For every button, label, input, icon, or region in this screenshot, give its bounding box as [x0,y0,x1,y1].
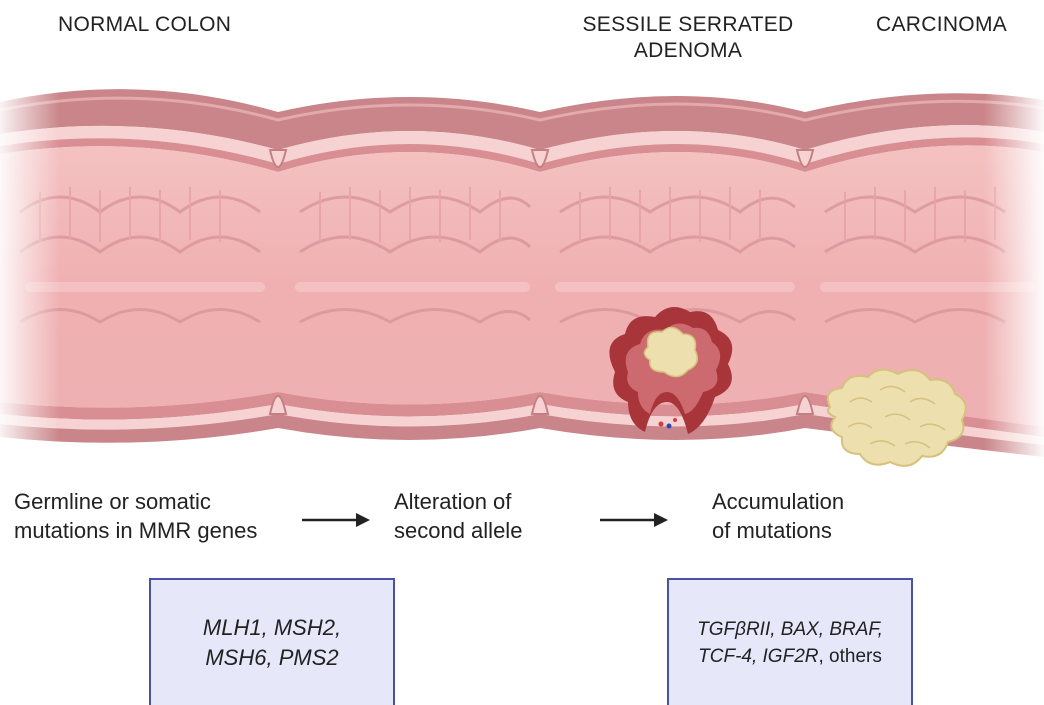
target-genes-line2: TCF-4, IGF2R, others [698,643,882,670]
step-germline-mutations: Germline or somatic mutations in MMR gen… [14,487,257,545]
step-2-line2: second allele [394,518,522,543]
carcinoma-tumor [828,370,966,466]
mmr-genes-line2: MSH6, PMS2 [205,643,338,673]
stage-label-adenoma-line2: ADENOMA [634,39,742,62]
arrow-right-icon [598,510,670,530]
stage-label-carcinoma: CARCINOMA [876,12,1007,38]
stage-label-sessile-serrated-adenoma: SESSILE SERRATED ADENOMA [566,12,810,64]
step-2-line1: Alteration of [394,489,511,514]
arrow-right-icon [300,510,372,530]
step-1-line1: Germline or somatic [14,489,211,514]
step-accumulation: Accumulation of mutations [712,487,844,545]
step-second-allele: Alteration of second allele [394,487,522,545]
mmr-genes-box: MLH1, MSH2, MSH6, PMS2 [149,578,395,705]
mmr-genes-line1: MLH1, MSH2, [203,613,341,643]
stage-label-normal-colon: NORMAL COLON [58,12,231,38]
target-genes-line1: TGFβRII, BAX, BRAF, [697,616,883,643]
target-genes-line2-italic: TCF-4, IGF2R [698,646,818,667]
target-genes-line2-suffix: , others [818,646,881,667]
stage-label-adenoma-line1: SESSILE SERRATED [583,13,794,36]
step-3-line2: of mutations [712,518,832,543]
step-3-line1: Accumulation [712,489,844,514]
step-1-line2: mutations in MMR genes [14,518,257,543]
colon-illustration [0,72,1044,472]
target-genes-box: TGFβRII, BAX, BRAF, TCF-4, IGF2R, others [667,578,913,705]
